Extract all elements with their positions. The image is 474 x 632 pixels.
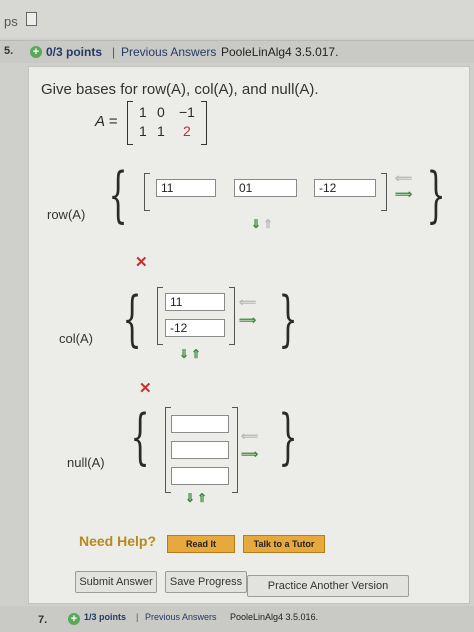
next-separator: | xyxy=(136,612,139,622)
matrix-cell: 1 xyxy=(157,123,165,139)
points-score: 0/3 points xyxy=(46,45,103,59)
question-panel: Give bases for row(A), col(A), and null(… xyxy=(28,66,470,604)
arrow-left-icon[interactable]: ⟸ xyxy=(395,171,413,185)
row-left-brace: { xyxy=(108,160,128,230)
row-basis-input-1[interactable] xyxy=(156,179,216,197)
question-id: PooleLinAlg4 3.5.017. xyxy=(221,45,339,59)
tab-fragment: ps xyxy=(4,14,18,29)
x-mark-icon: ✕ xyxy=(139,380,152,397)
null-left-brace: { xyxy=(130,402,150,472)
plus-circle-icon[interactable]: + xyxy=(30,46,42,58)
row-left-bracket xyxy=(144,173,150,211)
next-previous-answers-link[interactable]: Previous Answers xyxy=(145,612,217,622)
practice-another-version-button[interactable]: Practice Another Version xyxy=(247,575,409,597)
col-basis-input-1[interactable] xyxy=(165,293,225,311)
matrix-a: 1 0 −1 1 1 2 xyxy=(127,101,207,145)
arrow-up-icon[interactable]: ⇑ xyxy=(263,217,274,231)
col-right-bracket xyxy=(229,287,235,345)
null-a-label: null(A) xyxy=(67,455,105,470)
row-right-brace: } xyxy=(426,160,446,230)
next-points-score: 1/3 points xyxy=(84,612,127,622)
null-right-brace: } xyxy=(278,402,298,472)
arrow-right-icon[interactable]: ⟹ xyxy=(239,313,257,327)
need-help-label: Need Help? xyxy=(79,533,157,549)
arrow-up-icon[interactable]: ⇑ xyxy=(191,347,202,361)
matrix-right-bracket xyxy=(201,101,207,145)
arrow-up-icon[interactable]: ⇑ xyxy=(197,491,208,505)
null-basis-input-2[interactable] xyxy=(171,441,229,459)
next-question-id: PooleLinAlg4 3.5.016. xyxy=(230,612,319,622)
null-right-bracket xyxy=(232,407,238,493)
plus-circle-icon[interactable]: + xyxy=(68,613,80,625)
previous-answers-link[interactable]: Previous Answers xyxy=(121,45,217,59)
arrow-down-icon[interactable]: ⇓ xyxy=(185,491,196,505)
null-basis-input-3[interactable] xyxy=(171,467,229,485)
talk-to-tutor-button[interactable]: Talk to a Tutor xyxy=(243,535,325,553)
arrow-left-icon[interactable]: ⟸ xyxy=(241,429,259,443)
document-icon xyxy=(26,12,37,26)
col-a-label: col(A) xyxy=(59,331,93,346)
question-prompt: Give bases for row(A), col(A), and null(… xyxy=(41,81,319,98)
arrow-left-icon[interactable]: ⟸ xyxy=(239,295,257,309)
null-basis-input-1[interactable] xyxy=(171,415,229,433)
next-question-number: 7. xyxy=(38,614,48,626)
matrix-cell: 2 xyxy=(183,123,191,139)
matrix-left-bracket xyxy=(127,101,133,145)
save-progress-button[interactable]: Save Progress xyxy=(165,571,247,593)
matrix-cell: 0 xyxy=(157,104,165,120)
matrix-cell: 1 xyxy=(139,104,147,120)
col-left-bracket xyxy=(157,287,163,345)
col-left-brace: { xyxy=(122,284,142,354)
row-right-bracket xyxy=(381,173,387,211)
col-right-brace: } xyxy=(278,284,298,354)
row-basis-input-3[interactable] xyxy=(314,179,376,197)
row-basis-input-2[interactable] xyxy=(234,179,297,197)
col-basis-input-2[interactable] xyxy=(165,319,225,337)
x-mark-icon: ✕ xyxy=(135,254,148,271)
arrow-down-icon[interactable]: ⇓ xyxy=(251,217,262,231)
read-it-button[interactable]: Read It xyxy=(167,535,235,553)
submit-answer-button[interactable]: Submit Answer xyxy=(75,571,157,593)
separator: | xyxy=(112,45,116,59)
next-question-header: 7. + 1/3 points | Previous Answers Poole… xyxy=(0,606,474,632)
arrow-right-icon[interactable]: ⟹ xyxy=(241,447,259,461)
arrow-down-icon[interactable]: ⇓ xyxy=(179,347,190,361)
question-number: 5. xyxy=(4,45,14,57)
matrix-label: A = xyxy=(95,113,118,130)
matrix-cell: 1 xyxy=(139,123,147,139)
null-left-bracket xyxy=(165,407,171,493)
matrix-cell: −1 xyxy=(179,104,195,120)
arrow-right-icon[interactable]: ⟹ xyxy=(395,187,413,201)
browser-tab-strip: ps xyxy=(0,0,474,38)
row-a-label: row(A) xyxy=(47,207,86,222)
question-header: 5. + 0/3 points | Previous Answers Poole… xyxy=(0,40,474,63)
